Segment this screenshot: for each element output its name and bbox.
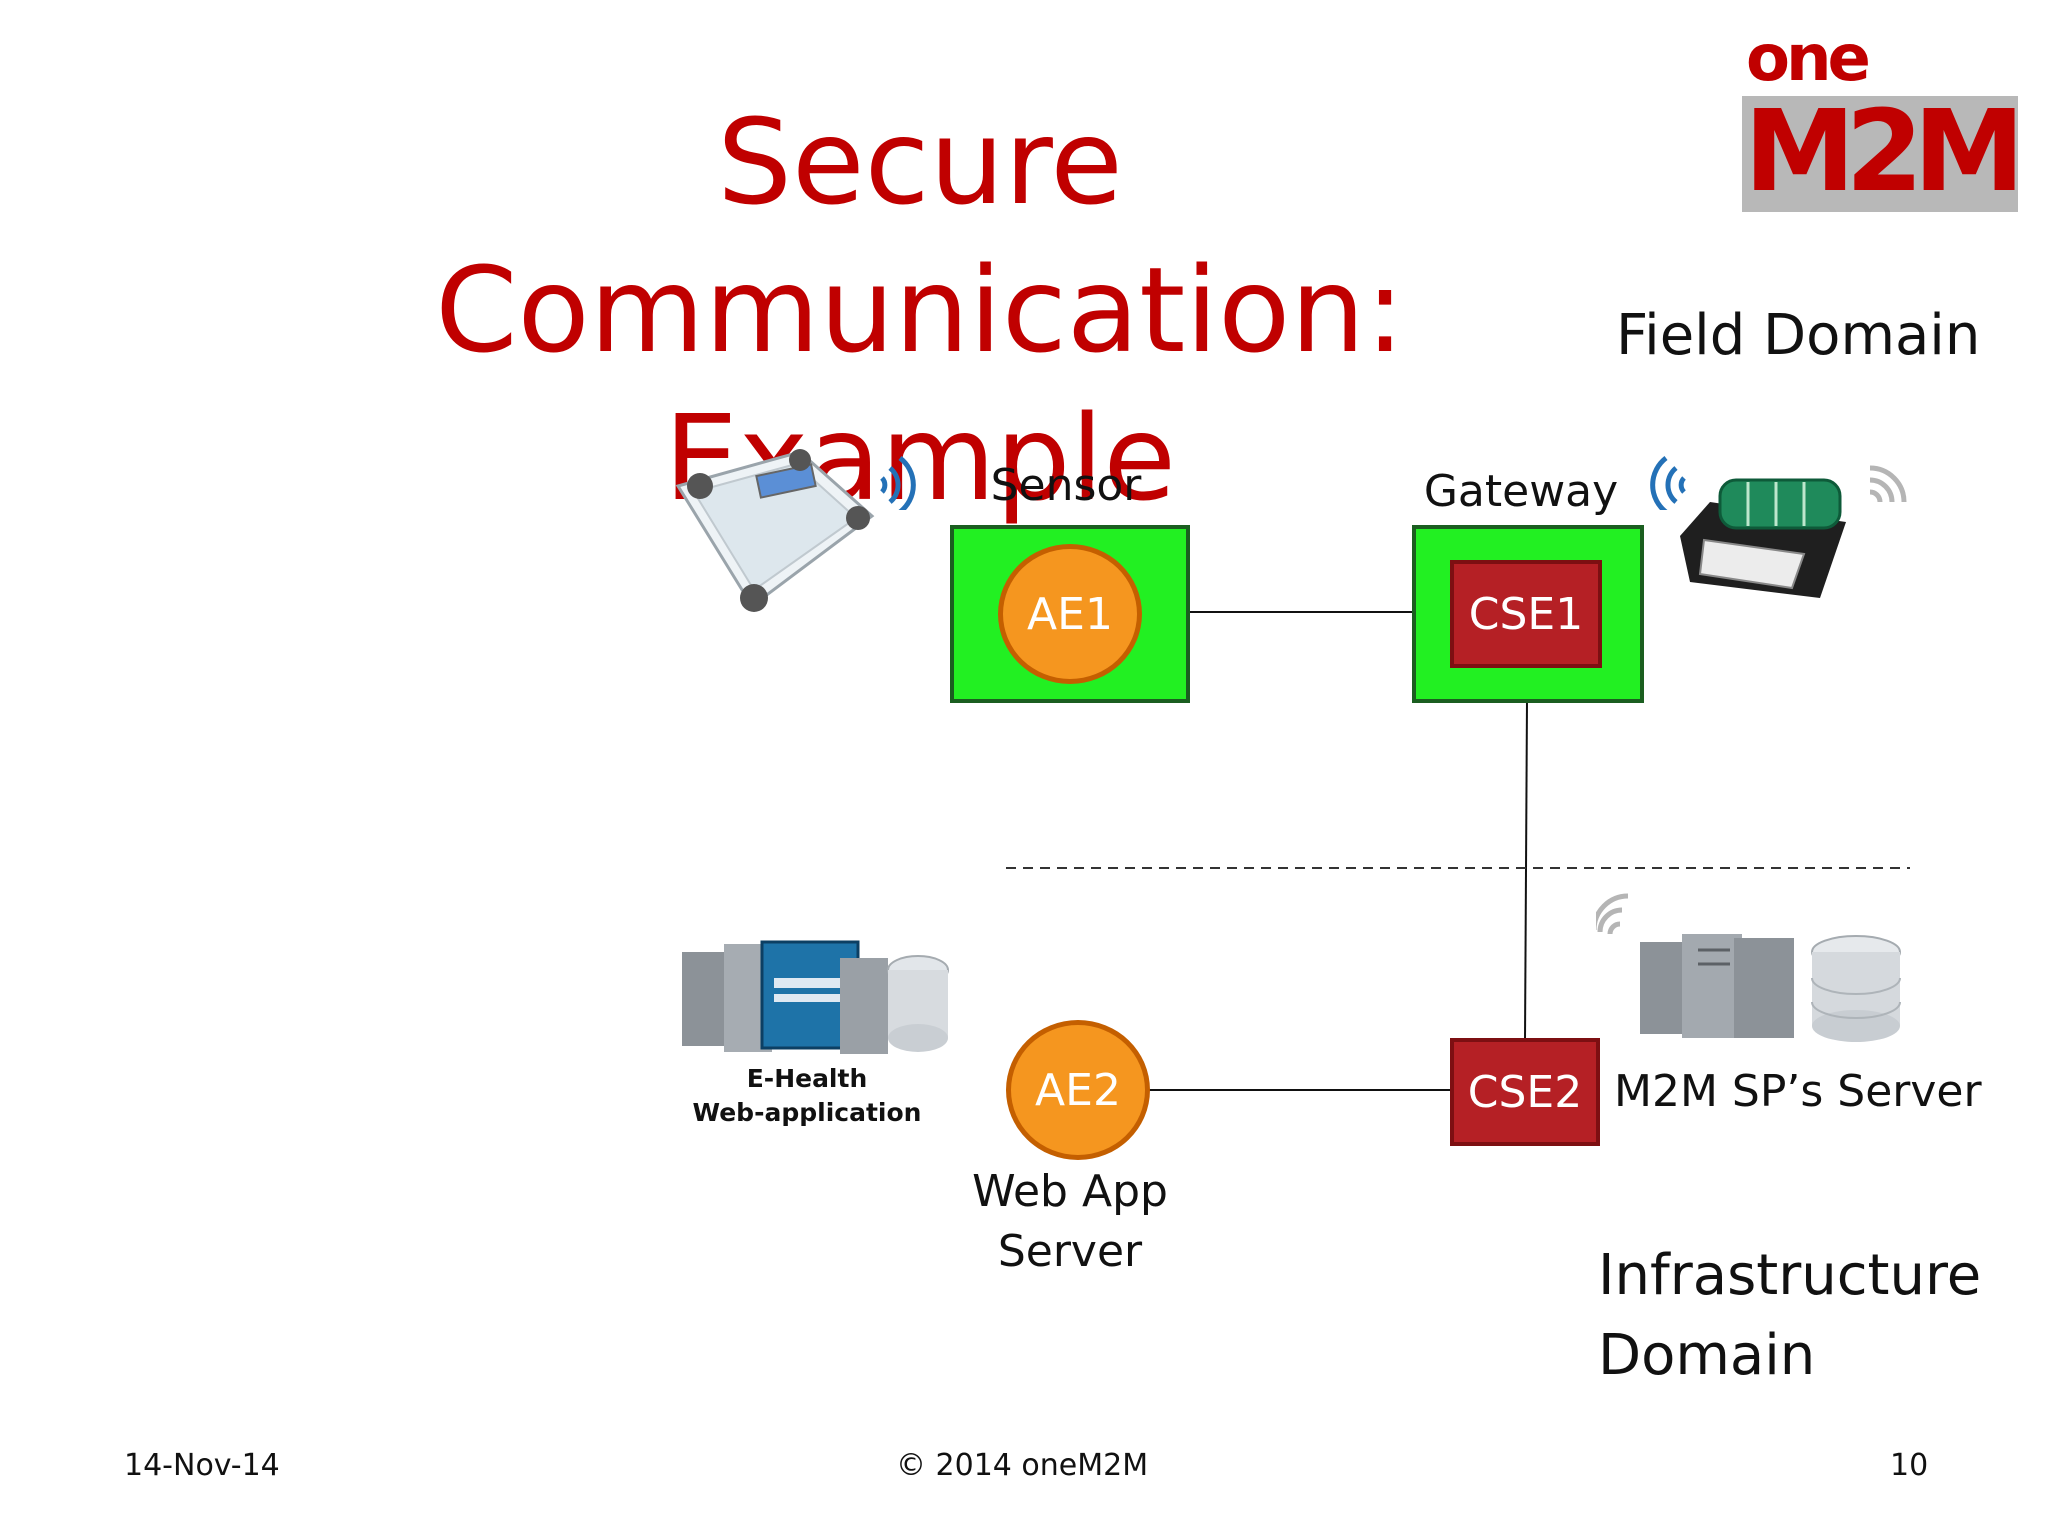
infrastructure-line-1: Infrastructure [1598,1243,1982,1308]
wifi-icon [1869,465,1907,503]
ehealth-line-1: E-Health [746,1064,868,1093]
logo-one-text: one [1746,22,1871,96]
scale-icon [675,449,875,612]
infrastructure-line-2: Domain [1598,1323,1816,1388]
gateway-label: Gateway [1423,466,1619,517]
field-domain-label: Field Domain [1616,303,1981,368]
logo-m2m-bg [1742,96,2018,212]
wifi-icon [1596,893,1629,935]
wifi-icon [1650,456,1686,510]
wifi-icon [880,456,916,510]
database-icon [1811,935,1901,1042]
footer-date: 14-Nov-14 [124,1448,280,1483]
logo-m2m-text: M2M [1744,87,2025,217]
cse1-label: CSE1 [1468,588,1584,640]
ehealth-caption: E-Health Web-application [682,1062,932,1130]
infrastructure-domain-label: Infrastructure Domain [1598,1236,1981,1396]
ehealth-line-2: Web-application [692,1098,922,1127]
server-rack-icon [1640,934,1794,1038]
cse1-cse2-link [1524,699,1528,1041]
server-rack-icon [682,940,949,1054]
footer-page-number: 10 [1890,1448,1929,1483]
web-app-server-line-2: Server [997,1226,1143,1277]
ae1-circle: AE1 [998,544,1142,684]
slide-title: Secure Communication: Example [250,88,1590,532]
ae2-circle: AE2 [1006,1020,1150,1160]
sp-server-label: M2M SP’s Server [1614,1066,1982,1117]
cse2-box: CSE2 [1450,1038,1600,1146]
title-line-1: Secure Communication: [435,93,1405,379]
cse1-box: CSE1 [1450,560,1602,668]
web-app-server-label: Web App Server [950,1162,1190,1282]
web-app-server-line-1: Web App [972,1166,1168,1217]
sensor-label: Sensor [990,460,1142,511]
ae2-label: AE2 [1035,1064,1121,1116]
onem2m-logo: one M2M [1742,22,2025,212]
footer-copyright: © 2014 oneM2M [896,1448,1149,1483]
cse2-label: CSE2 [1467,1066,1583,1118]
ae1-label: AE1 [1027,588,1113,640]
gateway-device-icon [1680,478,1846,598]
